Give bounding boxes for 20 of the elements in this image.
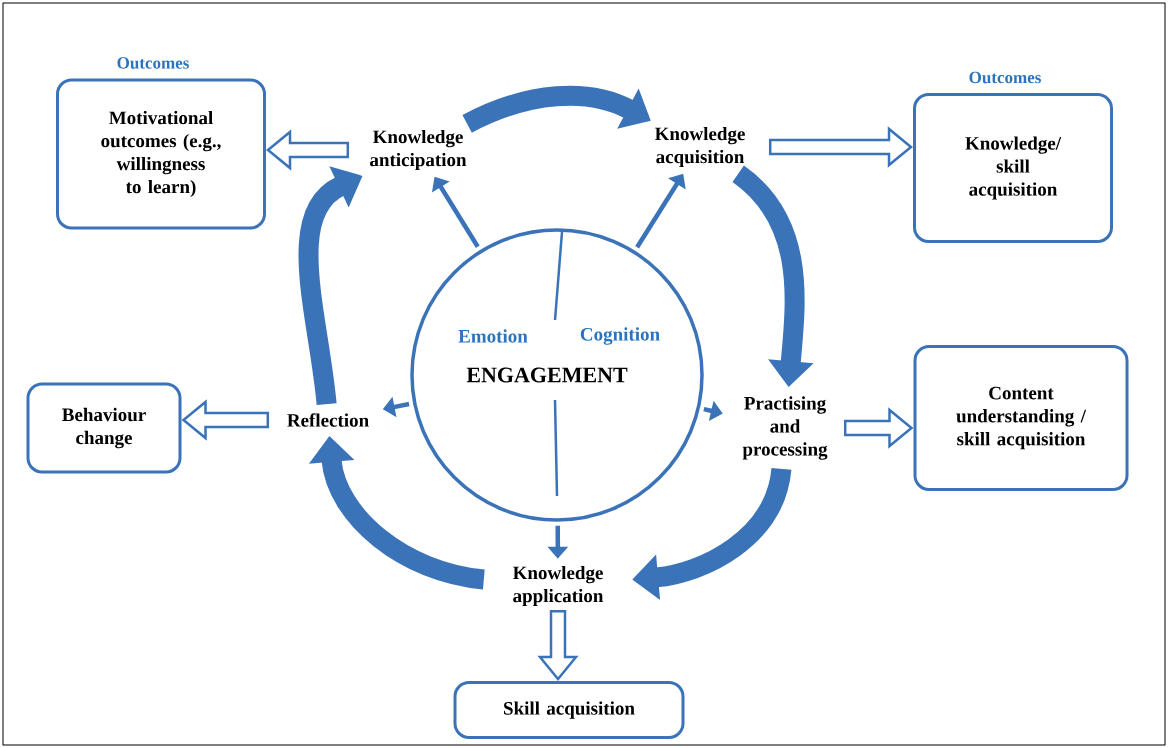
outcome-box: Behaviour change — [26, 382, 182, 474]
stage-label: Practising and processing — [742, 396, 828, 460]
block-arrow — [768, 126, 913, 168]
outcome-box: Content understanding / skill acquisition — [913, 345, 1129, 491]
block-arrow — [537, 610, 579, 681]
box-heading: Outcomes — [117, 57, 189, 69]
circle-label: Cognition — [580, 327, 660, 345]
outcome-box: Motivational outcomes (e.g., willingness to learn) — [56, 78, 266, 230]
circle-label: Emotion — [458, 329, 528, 343]
block-arrow — [843, 407, 914, 449]
circle-title: ENGAGEMENT — [466, 367, 628, 383]
stage-label: Knowledge acquisition — [654, 126, 745, 168]
stage-label: Reflection — [287, 413, 369, 427]
stage-label: Knowledge application — [512, 565, 604, 607]
outcome-box: Skill acquisition — [453, 681, 685, 739]
block-arrow — [181, 399, 270, 441]
box-heading: Outcomes — [969, 71, 1041, 84]
stage-label: Knowledge anticipation — [370, 129, 467, 171]
outcome-box: Knowledge/ skill acquisition — [913, 93, 1113, 243]
block-arrow — [266, 129, 350, 171]
